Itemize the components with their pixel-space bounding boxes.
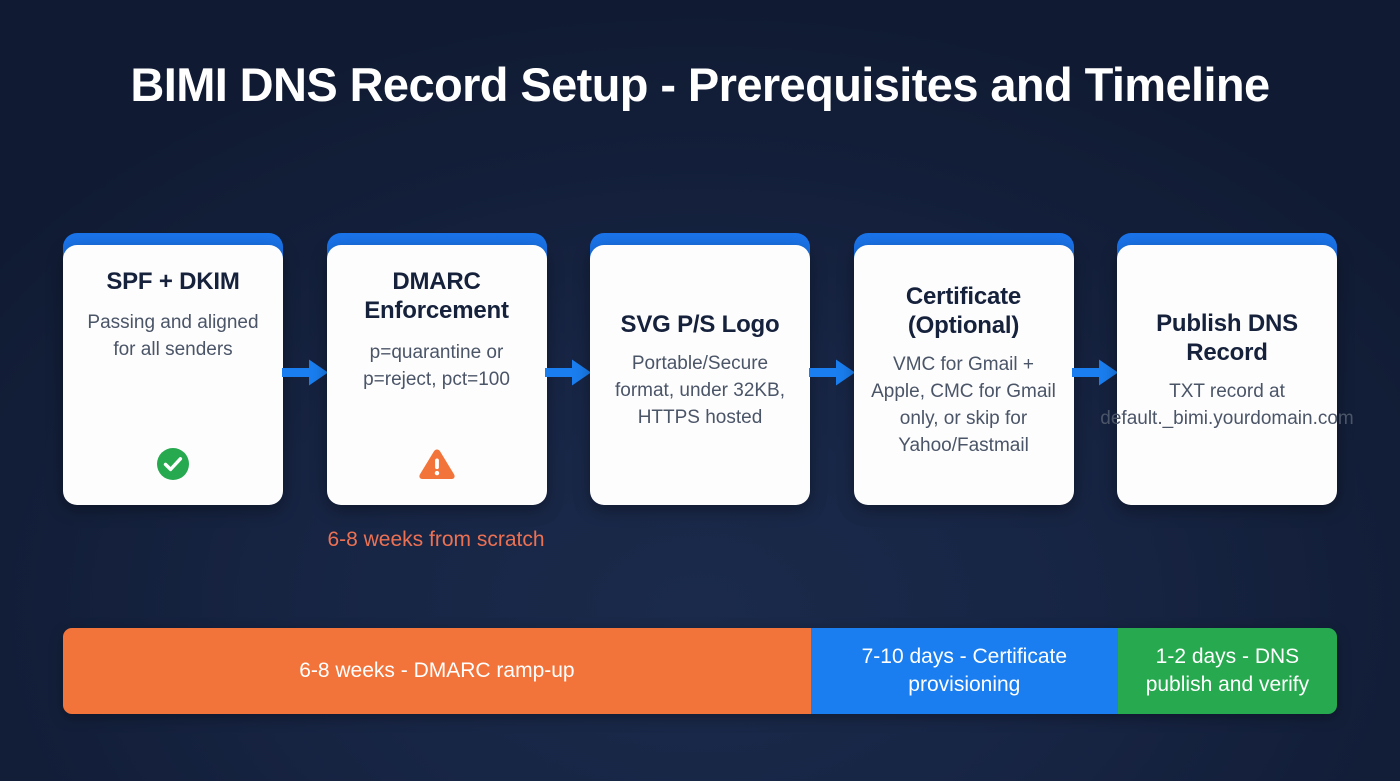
card-body: DMARC Enforcement p=quarantine or p=reje… [326,245,547,505]
step-card-publish-dns-record[interactable]: Publish DNS Record TXT record at default… [1100,233,1354,505]
timeline-bar: 6-8 weeks - DMARC ramp-up 7-10 days - Ce… [63,628,1337,714]
arrow-right-icon [281,358,328,393]
step-card-dmarc-enforcement[interactable]: DMARC Enforcement p=quarantine or p=reje… [326,233,547,505]
timeline-segment-certificate-provisioning[interactable]: 7-10 days - Certificate provisioning [810,628,1118,714]
arrow-gap-3 [808,233,855,505]
step-card-spf-dkim[interactable]: SPF + DKIM Passing and aligned for all s… [63,233,283,505]
card-body: SVG P/S Logo Portable/Secure format, und… [590,245,810,505]
card-title: SPF + DKIM [106,268,240,295]
card-description: Passing and aligned for all senders [87,312,259,361]
card-description: Portable/Secure format, under 32KB, HTTP… [614,353,786,429]
arrow-right-icon [1072,358,1119,393]
arrow-gap-2 [545,233,592,505]
card-title: DMARC Enforcement [364,268,509,325]
warning-triangle-icon [418,445,456,483]
card-description: p=quarantine or p=reject, pct=100 [363,341,510,390]
dmarc-duration-note: 6-8 weeks from scratch [327,528,545,551]
arrow-gap-1 [281,233,328,505]
arrow-right-icon [545,358,592,393]
card-body: SPF + DKIM Passing and aligned for all s… [63,245,283,505]
step-card-certificate[interactable]: Certificate (Optional) VMC for Gmail + A… [853,233,1074,505]
card-title: Publish DNS Record [1156,309,1298,367]
card-title: Certificate (Optional) [905,282,1022,340]
timeline-segment-dmarc-rampup[interactable]: 6-8 weeks - DMARC ramp-up [63,628,811,714]
arrow-gap-4 [1072,233,1119,505]
step-card-svg-logo[interactable]: SVG P/S Logo Portable/Secure format, und… [590,233,810,505]
arrow-right-icon [808,358,855,393]
card-title: SVG P/S Logo [620,310,780,338]
card-description: VMC for Gmail + Apple, CMC for Gmail onl… [871,354,1056,457]
page-title: BIMI DNS Record Setup - Prerequisites an… [130,58,1270,111]
card-body: Certificate (Optional) VMC for Gmail + A… [853,245,1074,505]
steps-row: SPF + DKIM Passing and aligned for all s… [63,233,1354,505]
card-description: TXT record at default._bimi.yourdomain.c… [1100,381,1354,430]
check-circle-icon [154,445,192,483]
card-body: Publish DNS Record TXT record at default… [1100,245,1354,505]
timeline-segment-dns-publish-verify[interactable]: 1-2 days - DNS publish and verify [1117,628,1337,714]
